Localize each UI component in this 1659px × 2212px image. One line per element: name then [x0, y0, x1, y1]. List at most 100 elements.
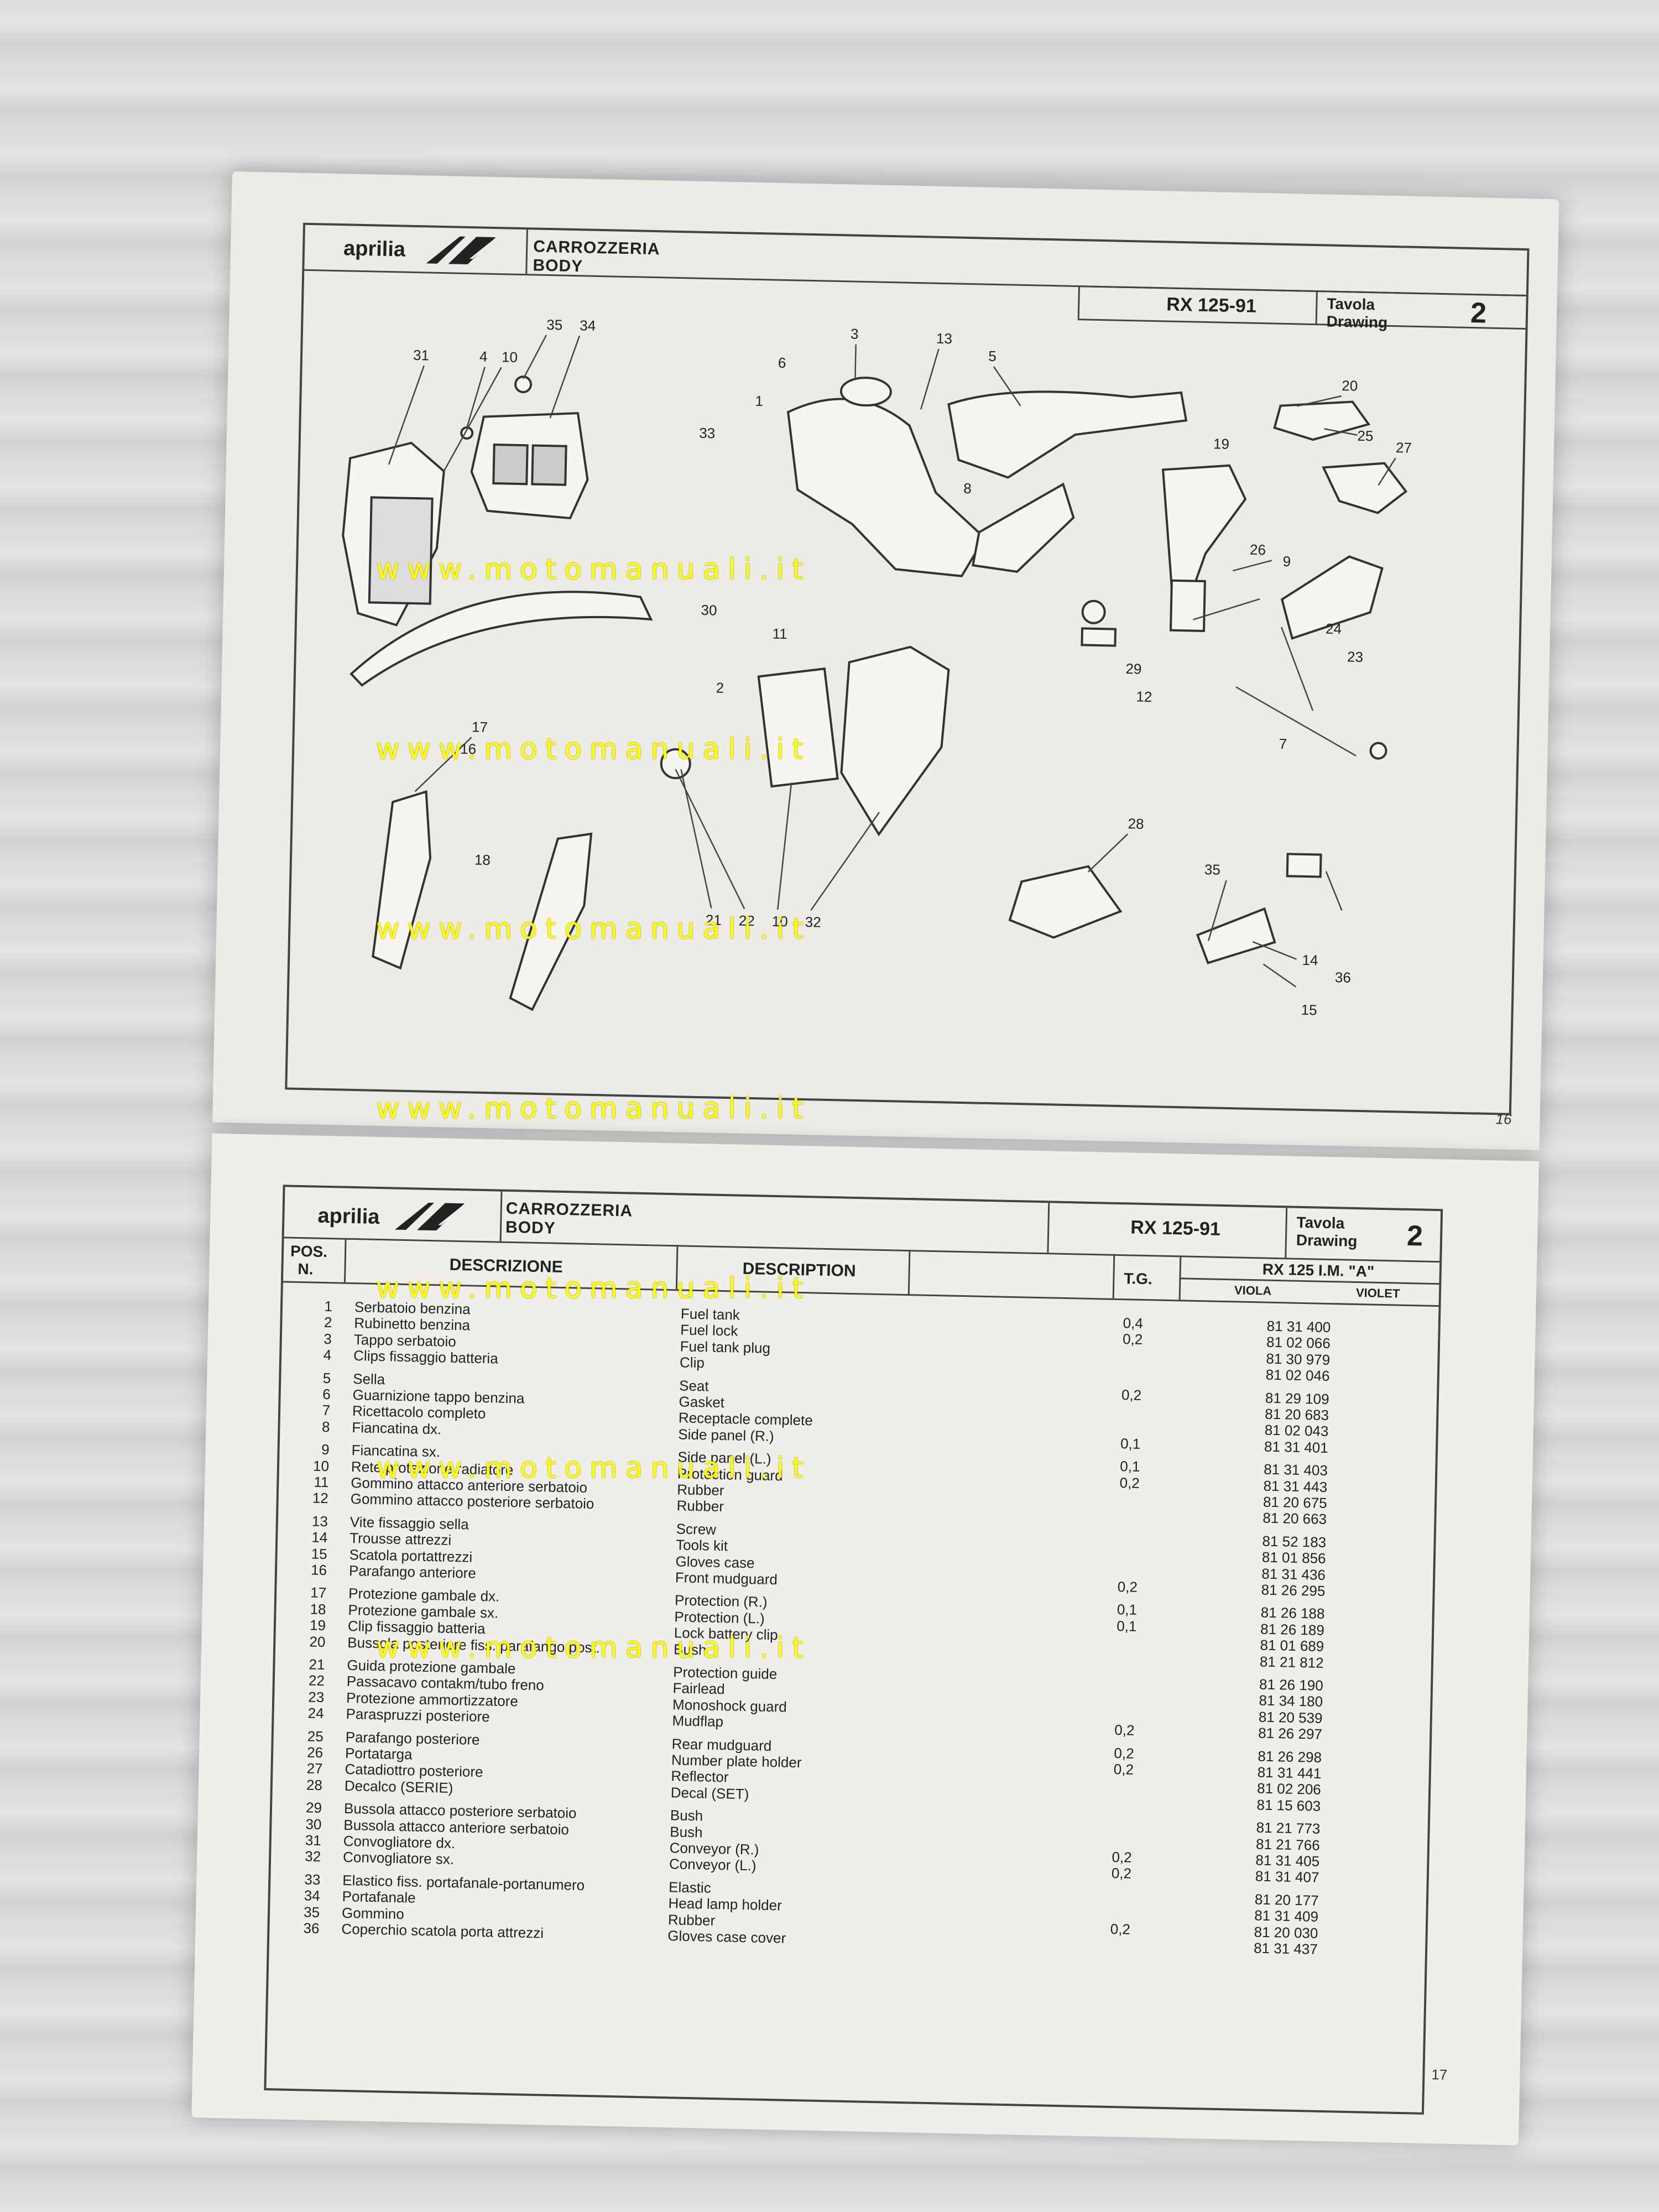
callout-label: 35	[546, 316, 563, 333]
cell-pos: 14	[311, 1528, 328, 1546]
callout-label: 29	[1125, 660, 1142, 677]
callout-label: 10	[502, 348, 518, 366]
col-n: N.	[298, 1260, 314, 1278]
callout-label: 6	[778, 354, 786, 371]
cell-pos: 1	[324, 1297, 333, 1315]
drawing-header: aprilia CARROZZERIA BODY	[304, 225, 1527, 297]
callout-label: 14	[1302, 952, 1318, 969]
cell-tg: 0,2	[1117, 1578, 1138, 1595]
callout-label: 4	[479, 348, 488, 364]
manual-book: aprilia CARROZZERIA BODY RX 125-91	[191, 171, 1615, 2185]
cell-pos: 34	[304, 1887, 321, 1905]
cell-tg: 0,2	[1110, 1920, 1131, 1938]
cell-pos: 31	[305, 1832, 322, 1849]
callout-label: 11	[772, 625, 787, 643]
cell-tg: 0,1	[1116, 1617, 1137, 1635]
brand-logo-text: aprilia	[343, 237, 406, 262]
watermark-1: www.motomanuali.it	[376, 553, 811, 586]
section-title-it-2: CARROZZERIA	[505, 1199, 633, 1220]
callout-label: 26	[1250, 541, 1266, 559]
callout-label: 35	[1204, 861, 1221, 878]
cell-pos: 25	[307, 1728, 324, 1745]
cell-tg: 0,2	[1111, 1865, 1132, 1882]
cell-pos: 13	[311, 1512, 328, 1530]
watermark-3: www.motomanuali.it	[376, 912, 811, 946]
callout-label: 23	[1347, 648, 1364, 665]
cell-pos: 2	[324, 1314, 332, 1331]
drawing-number-2: 2	[1406, 1219, 1423, 1253]
callout-label: 18	[474, 851, 491, 868]
cell-pos: 36	[303, 1919, 320, 1937]
cell-pos: 33	[304, 1871, 321, 1888]
parts-list-page: aprilia CARROZZERIA BODY RX 125-91 Tavol…	[191, 1133, 1540, 2146]
col-violet: VIOLET	[1355, 1286, 1400, 1301]
aprilia-logo-icon-2	[394, 1202, 465, 1231]
callout-label: 1	[755, 393, 763, 409]
cell-pos: 28	[306, 1776, 323, 1793]
cell-pos: 35	[303, 1903, 320, 1921]
cell-code: 81 02 046	[1265, 1366, 1330, 1385]
cell-pos: 24	[307, 1704, 324, 1722]
cell-code: 81 20 663	[1262, 1509, 1327, 1528]
cell-tg: 0,2	[1121, 1386, 1142, 1404]
cell-tg	[1111, 1888, 1155, 1890]
cell-pos: 26	[306, 1744, 324, 1761]
cell-pos: 12	[312, 1489, 329, 1507]
section-cell: CARROZZERIA BODY	[525, 229, 1081, 286]
col-tg: T.G.	[1124, 1270, 1153, 1288]
cell-code: 81 21 812	[1259, 1653, 1324, 1671]
cell-pos: 23	[308, 1688, 325, 1705]
cell-pos: 22	[308, 1672, 325, 1689]
callout-label: 24	[1326, 620, 1342, 638]
cell-pos: 6	[322, 1385, 331, 1403]
cell-pos: 18	[310, 1600, 326, 1618]
cell-pos: 9	[321, 1441, 330, 1458]
page-number-17: 17	[1431, 2066, 1448, 2083]
callout-label: 34	[580, 317, 596, 334]
callout-label: 22	[739, 912, 755, 929]
watermark-4: www.motomanuali.it	[376, 1092, 811, 1125]
callout-label: 16	[460, 740, 477, 758]
callout-label: 36	[1335, 969, 1352, 986]
cell-tg	[1115, 1673, 1160, 1674]
cell-pos: 32	[304, 1848, 321, 1865]
cell-pos: 7	[322, 1402, 331, 1419]
cell-tg: 0,1	[1120, 1458, 1140, 1475]
watermark-5: www.motomanuali.it	[376, 1272, 811, 1305]
cell-tg: 0,2	[1119, 1474, 1140, 1491]
drawing-label-en-2: Drawing	[1296, 1231, 1358, 1250]
cell-pos: 4	[323, 1347, 332, 1364]
callout-label: 30	[701, 602, 717, 619]
cell-pos: 3	[324, 1330, 332, 1348]
callout-label: 27	[1396, 439, 1412, 456]
brand-logo-text-2: aprilia	[317, 1204, 380, 1229]
callout-label: 7	[1279, 735, 1287, 752]
callout-label: 9	[1282, 553, 1291, 570]
cell-pos: 21	[309, 1656, 325, 1673]
model-name: RX 125-91	[1166, 294, 1257, 317]
cell-tg	[1113, 1817, 1157, 1818]
callout-label: 2	[716, 680, 724, 696]
cell-tg	[1119, 1530, 1163, 1531]
cell-tg: 0,1	[1120, 1434, 1141, 1452]
cell-pos: 11	[314, 1473, 329, 1491]
model-name-2: RX 125-91	[1130, 1217, 1221, 1240]
cell-tg: 0,2	[1122, 1331, 1143, 1348]
watermark-6: www.motomanuali.it	[376, 1452, 811, 1485]
drawing-frame: aprilia CARROZZERIA BODY RX 125-91	[285, 222, 1530, 1115]
callout-label: 33	[699, 425, 716, 442]
cell-pos: 16	[310, 1561, 327, 1579]
cell-pos: 8	[321, 1418, 330, 1435]
callout-label: 15	[1301, 1001, 1317, 1019]
cell-code: 81 31 407	[1255, 1867, 1319, 1886]
callout-label: 19	[1213, 435, 1230, 452]
cell-pos: 10	[312, 1457, 330, 1474]
cell-pos: 29	[305, 1799, 322, 1817]
drawing-label-it: Tavola	[1327, 295, 1375, 314]
cell-tg: 0,2	[1114, 1744, 1134, 1762]
cell-pos: 27	[306, 1760, 323, 1777]
callout-label: 10	[772, 913, 789, 930]
cell-tg: 0,2	[1113, 1761, 1134, 1778]
cell-pos: 15	[311, 1545, 328, 1562]
callout-label: 32	[805, 914, 821, 931]
